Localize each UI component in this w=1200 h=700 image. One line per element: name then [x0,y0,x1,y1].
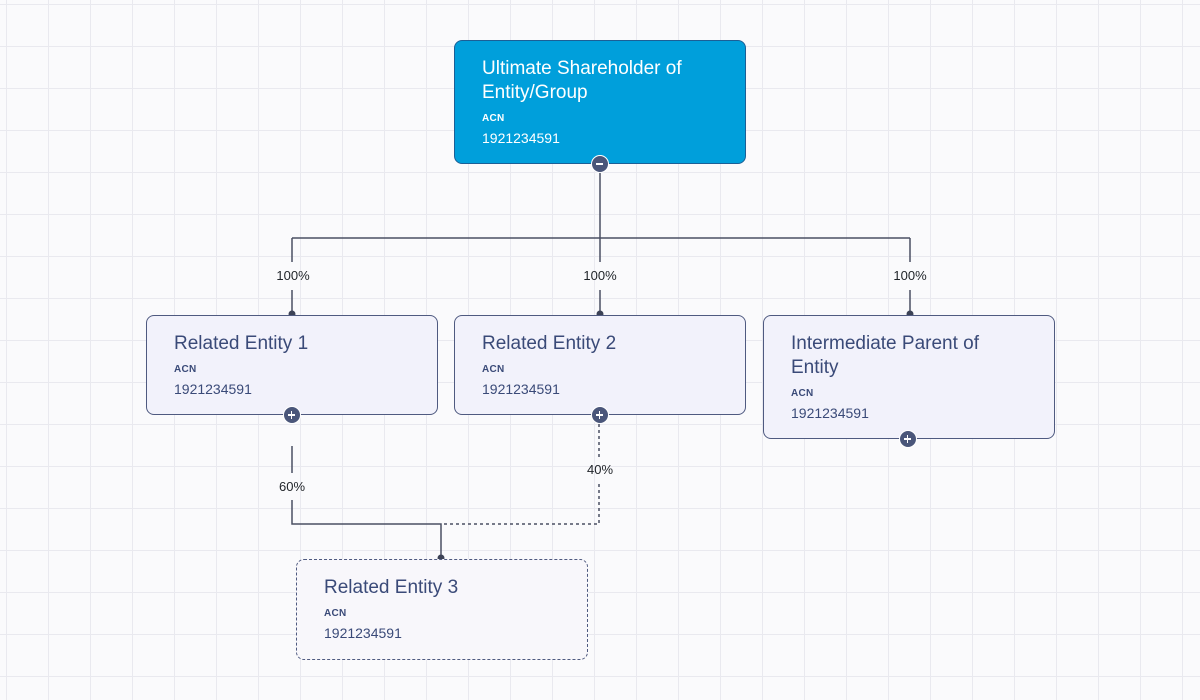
percent-label-related-1-to-3: 60% [279,479,305,494]
acn-label: ACN [791,388,814,399]
node-title: Related Entity 1 [174,333,309,354]
collapse-minus-icon[interactable] [591,155,609,173]
expand-plus-icon[interactable] [899,430,917,448]
acn-value: 1921234591 [482,130,560,146]
node-title: Ultimate Shareholder of Entity/Group [482,58,682,103]
edge-related-2-to-related-3 [441,424,600,525]
node-title: Related Entity 3 [324,577,459,598]
node-related-entity-2[interactable]: Related Entity 2 ACN 1921234591 [454,315,746,415]
acn-value: 1921234591 [791,405,869,421]
percent-label-related-2: 100% [583,268,617,283]
acn-value: 1921234591 [174,381,252,397]
percent-label-related-1: 100% [276,268,310,283]
percent-label-related-2-to-3: 40% [587,462,613,477]
node-related-entity-1[interactable]: Related Entity 1 ACN 1921234591 [146,315,438,415]
node-title: Related Entity 2 [482,333,617,354]
percent-label-intermediate: 100% [893,268,927,283]
expand-plus-icon[interactable] [591,406,609,424]
expand-plus-icon[interactable] [283,406,301,424]
node-intermediate-parent[interactable]: Intermediate Parent of Entity ACN 192123… [763,315,1055,439]
acn-value: 1921234591 [482,381,560,397]
node-ultimate-shareholder[interactable]: Ultimate Shareholder of Entity/Group ACN… [454,40,746,164]
acn-label: ACN [324,608,347,619]
acn-label: ACN [482,113,505,124]
node-title: Intermediate Parent of Entity [791,333,979,378]
edge-related-1-to-related-3 [291,446,442,558]
acn-value: 1921234591 [324,625,402,641]
node-related-entity-3[interactable]: Related Entity 3 ACN 1921234591 [296,559,588,660]
acn-label: ACN [174,364,197,375]
acn-label: ACN [482,364,505,375]
